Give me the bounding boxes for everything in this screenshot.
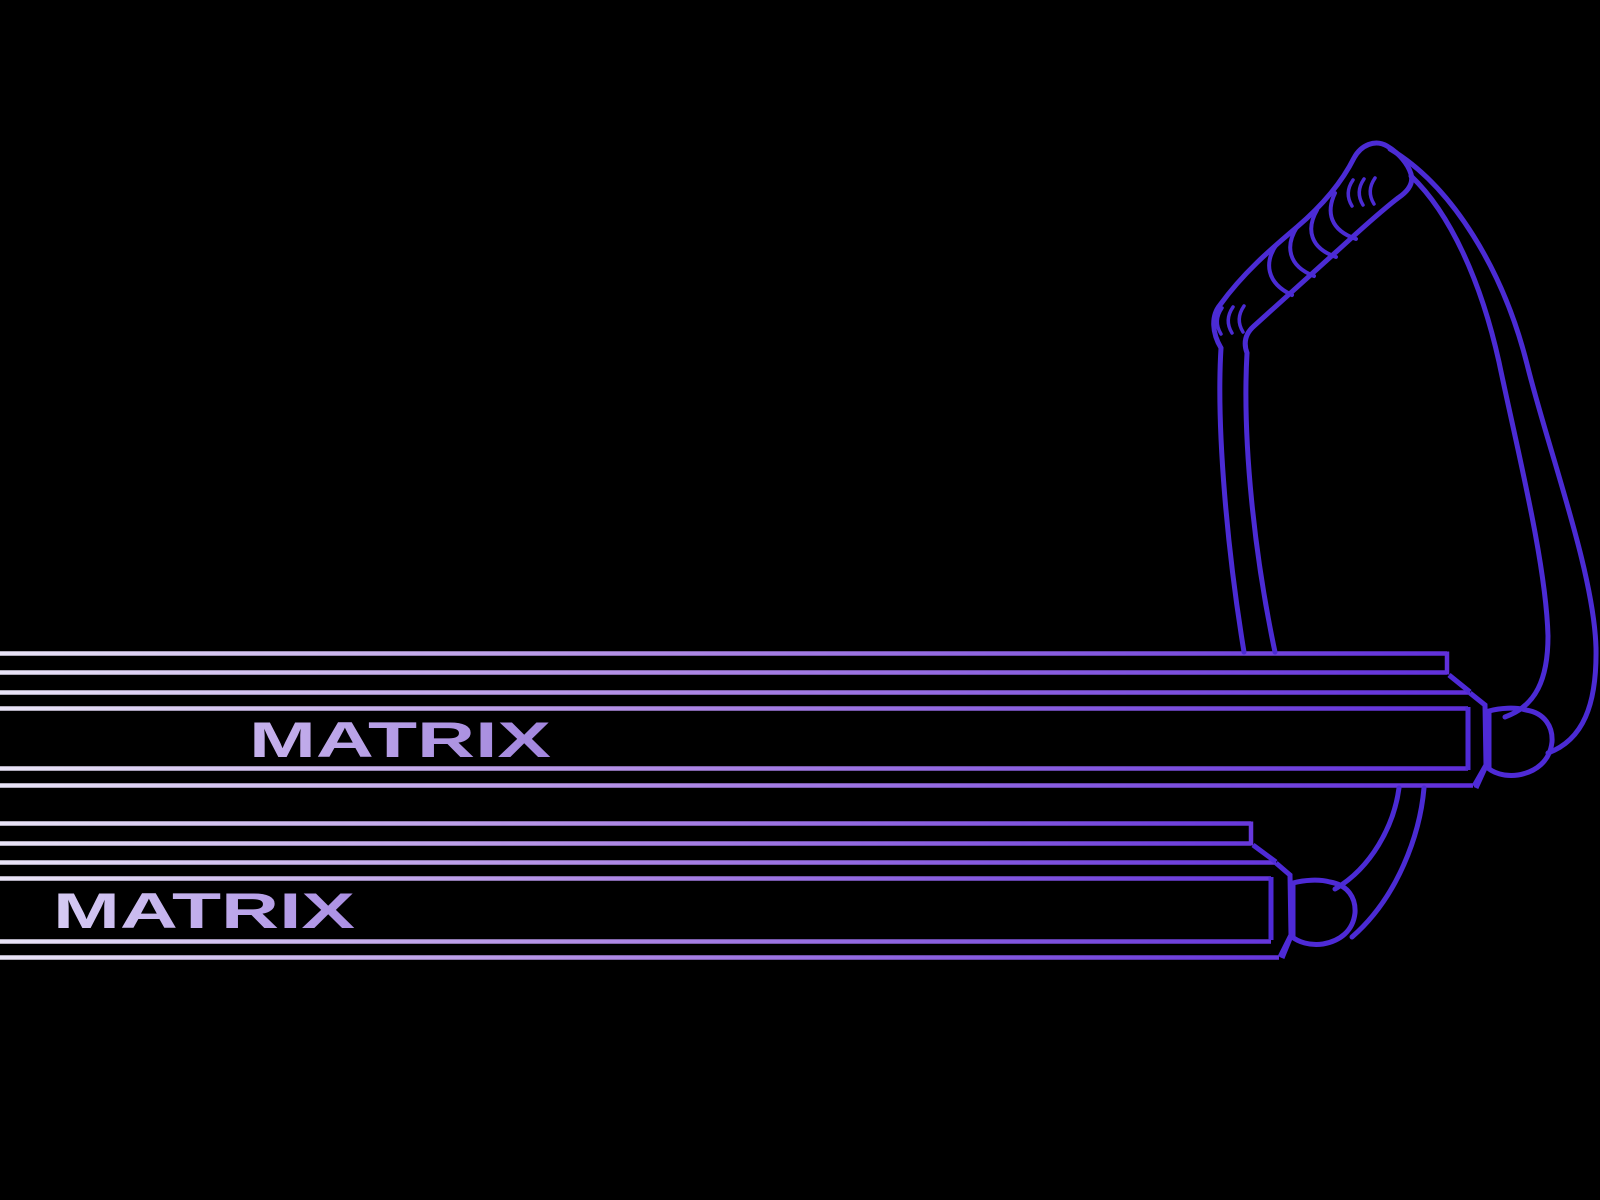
grip-motion-marks-bottom <box>1215 304 1246 336</box>
grip-rib-2 <box>1288 225 1316 278</box>
strap-left-leg-outer-edge <box>1217 345 1247 655</box>
grip-rib-1 <box>1267 242 1294 297</box>
motion-mark-icon <box>1368 176 1377 206</box>
upper-bar-matrix-logo: MATRIX <box>249 712 551 768</box>
lower-bar-matrix-logo: MATRIX <box>53 883 355 939</box>
motion-mark-icon <box>1237 304 1246 334</box>
strap-lower-segment-outer-edge <box>1349 785 1427 940</box>
grip-ribs <box>1267 191 1358 297</box>
motion-mark-icon <box>1346 178 1355 208</box>
grip-rib-4 <box>1328 191 1358 241</box>
grip-rib-3 <box>1309 208 1338 259</box>
upper-bar-speed-lines <box>0 651 1473 788</box>
upper-bar: MATRIX <box>0 651 1555 790</box>
strap-lower-segment-inner-edge <box>1332 785 1402 892</box>
strap-left-leg-inner-edge <box>1243 350 1278 655</box>
strap-right-leg-inner-edge <box>1408 173 1551 720</box>
upper-bar-tip-cap <box>1473 705 1555 790</box>
motion-mark-icon <box>1226 305 1235 335</box>
grip-motion-marks-top <box>1346 176 1377 208</box>
wrist-strap <box>1211 140 1599 940</box>
lower-bar-speed-lines <box>0 821 1279 960</box>
lower-bar: MATRIX <box>0 821 1358 960</box>
motion-mark-icon <box>1215 306 1224 336</box>
grip-outline <box>1211 140 1415 356</box>
strap-right-leg-outer-edge <box>1387 146 1599 756</box>
lower-bar-tip-cap <box>1279 877 1358 959</box>
motion-mark-icon <box>1357 177 1366 207</box>
